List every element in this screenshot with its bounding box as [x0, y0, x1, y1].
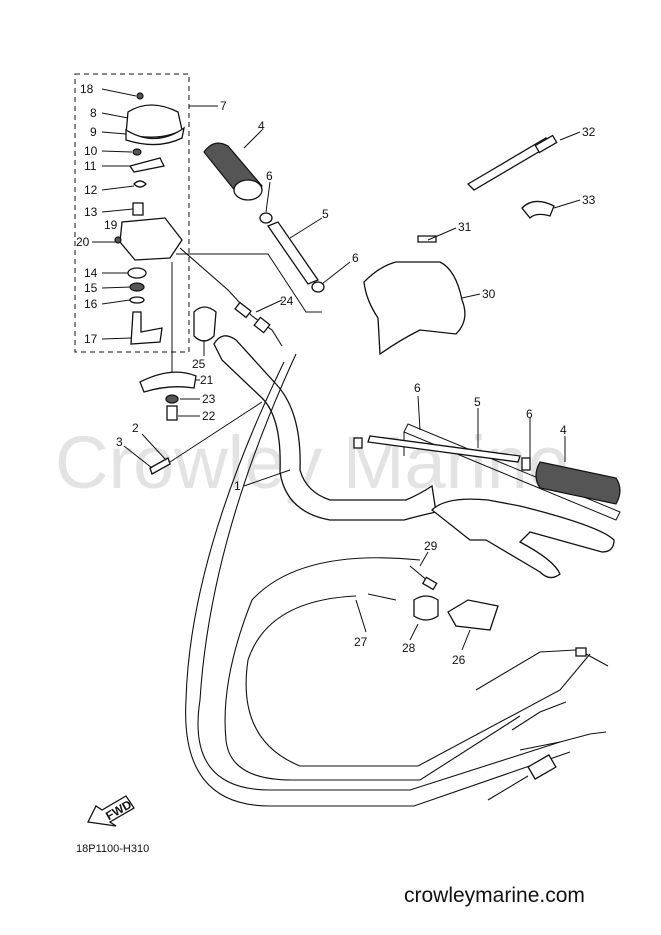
callout-label: 31: [458, 220, 472, 234]
callout-label: 18: [80, 82, 94, 96]
callout-label: 24: [280, 294, 294, 308]
callout-label: 19: [104, 218, 118, 232]
callout-label: 11: [84, 159, 97, 173]
callout-label: 12: [84, 183, 98, 197]
leader-lines-left: [101, 88, 218, 340]
callout-label: 21: [200, 373, 214, 387]
callout-label: 32: [582, 125, 596, 139]
cover-parts: [363, 131, 581, 356]
assembly-box-7: [74, 73, 190, 353]
callout-label: 10: [84, 144, 98, 158]
throttle-cable-24: [179, 247, 283, 356]
callout-label: 1: [234, 479, 241, 493]
callout-label: 8: [90, 106, 97, 120]
callout-label: 6: [414, 381, 421, 395]
callout-label: 22: [202, 409, 216, 423]
callout-label: 14: [84, 266, 98, 280]
callout-label: 2: [132, 421, 139, 435]
callout-label: 3: [116, 435, 123, 449]
callout-label: 29: [424, 539, 438, 553]
callout-label: 4: [560, 423, 567, 437]
callout-label: 26: [452, 653, 466, 667]
right-grip-parts: [353, 395, 621, 579]
callout-labels: 18 8 9 10 11 12 13 20 19 14 15 16 17 7 4…: [76, 82, 596, 667]
callout-label: 15: [84, 281, 98, 295]
upper-grip-parts: [176, 129, 351, 313]
callout-label: 33: [582, 193, 596, 207]
callout-label: 30: [482, 287, 496, 301]
clamp-parts: [123, 262, 263, 475]
callout-label: 6: [526, 407, 533, 421]
callout-label: 25: [192, 357, 206, 371]
diagram-code: 18P1100-H310: [76, 843, 149, 855]
callout-label: 17: [84, 332, 98, 346]
callout-label: 5: [322, 207, 329, 221]
callout-label: 6: [352, 251, 359, 265]
callout-label: 20: [76, 235, 90, 249]
callout-label: 28: [402, 641, 416, 655]
throttle-assembly-parts: [92, 92, 185, 345]
site-name: crowleymarine.com: [404, 884, 585, 907]
callout-label: 4: [258, 119, 265, 133]
callout-label: 6: [266, 169, 273, 183]
fwd-arrow-icon: FWD: [87, 795, 135, 827]
callout-label: 23: [202, 392, 216, 406]
callout-label: 16: [84, 297, 98, 311]
callout-label: 13: [84, 205, 98, 219]
callout-label: 7: [220, 99, 227, 113]
lower-cables: [185, 353, 609, 807]
callout-label: 5: [474, 395, 481, 409]
handlebar-1: [213, 335, 437, 521]
callout-label: 9: [90, 125, 97, 139]
callout-label: 27: [354, 635, 368, 649]
